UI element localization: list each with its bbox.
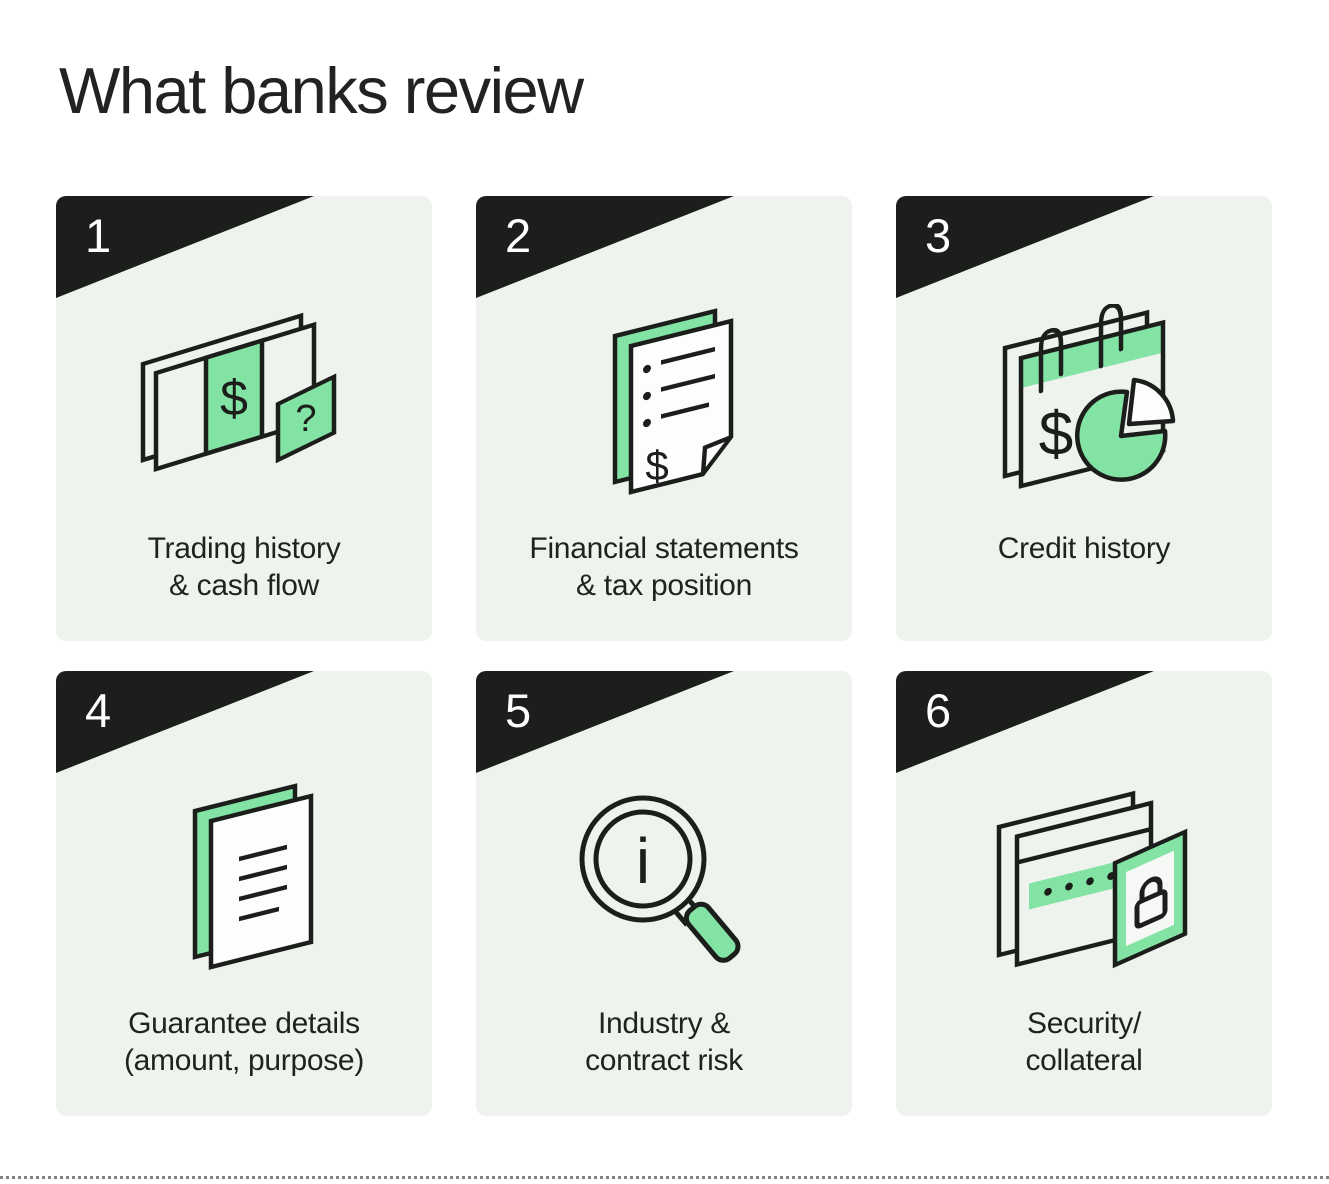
lock-body <box>1134 889 1168 929</box>
currency-glyph: $ <box>220 370 248 426</box>
currency-glyph: $ <box>1039 400 1073 469</box>
page-title: What banks review <box>59 54 584 127</box>
card-industry-risk: 5 i Industry & contract risk <box>476 671 852 1116</box>
financial-statements-icon: $ <box>612 308 734 495</box>
lock-shackle <box>1139 876 1163 903</box>
card-label: Guarantee details (amount, purpose) <box>123 1007 365 1077</box>
card-security-collateral: 6 <box>896 671 1272 1116</box>
dotted-divider <box>0 1176 1329 1179</box>
calendar-pie-icon: $ <box>1002 302 1176 489</box>
card-number: 6 <box>925 684 952 737</box>
card-label: Security/ collateral <box>1025 1007 1143 1077</box>
banknotes-icon: $ ? <box>140 312 337 472</box>
card-credit-history: 3 $ Credit history <box>896 196 1272 641</box>
magnifier-handle <box>683 901 741 963</box>
pie-chart <box>1075 389 1168 482</box>
card-label: Financial statements & tax position <box>529 532 799 602</box>
card-guarantee-details: 4 Guarantee details (amount, purpose) <box>56 671 432 1116</box>
card-financial-statements: 2 $ Financial statements & tax pos <box>476 196 852 641</box>
question-glyph: ? <box>295 398 316 440</box>
card-label: Industry & contract risk <box>585 1007 743 1077</box>
card-trading-history: 1 $ ? Trading history & cash flow <box>56 196 432 641</box>
card-label: Credit history <box>997 532 1171 565</box>
cards-grid: 1 $ ? Trading history & cash flow 2 <box>56 196 1272 1116</box>
card-number: 1 <box>85 209 112 262</box>
card-number: 5 <box>505 684 532 737</box>
card-number: 4 <box>85 684 112 737</box>
card-number: 2 <box>505 209 532 262</box>
card-label: Trading history & cash flow <box>147 532 341 602</box>
document-icon <box>192 783 314 970</box>
pie-slice <box>1126 377 1176 427</box>
secure-window-lock-icon <box>996 790 1188 969</box>
magnifier-info-icon: i <box>579 795 741 963</box>
currency-glyph: $ <box>645 442 668 489</box>
card-number: 3 <box>925 209 952 262</box>
info-glyph: i <box>636 825 650 897</box>
